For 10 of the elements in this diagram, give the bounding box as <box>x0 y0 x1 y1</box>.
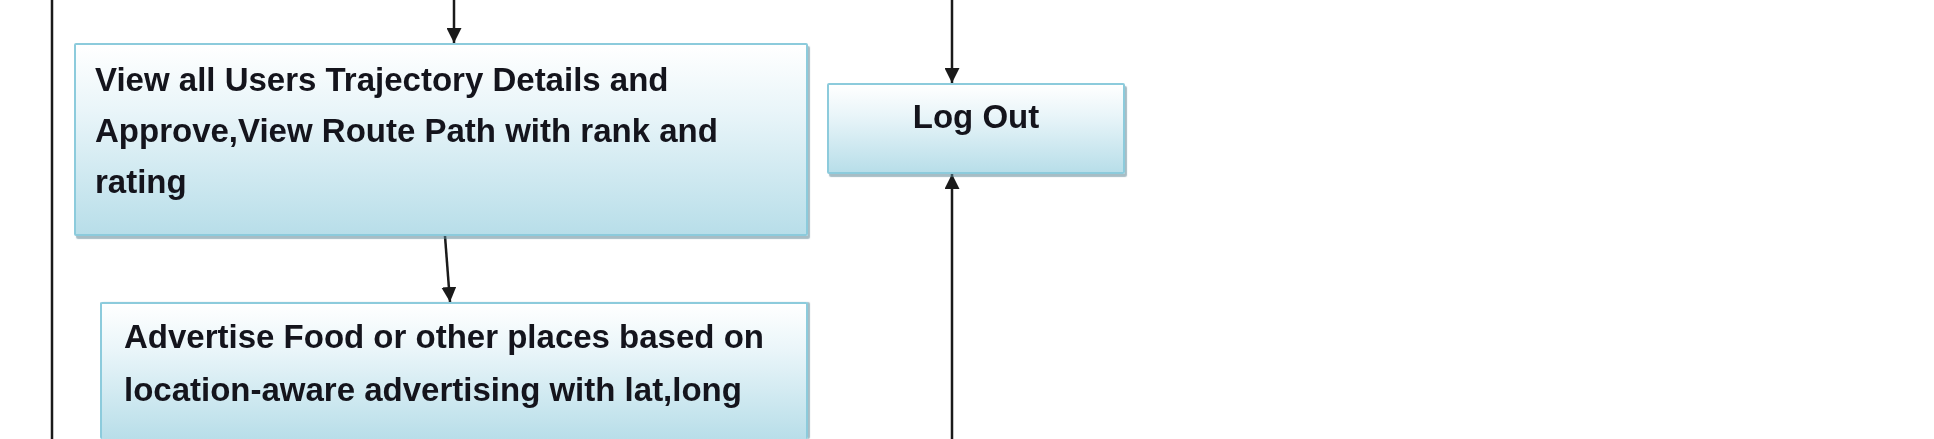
node-text: Advertise Food or other places based on location-aware advertising with lat,long <box>124 317 765 410</box>
arrow <box>944 174 960 439</box>
arrow <box>441 235 457 303</box>
arrow <box>446 0 462 43</box>
node-text: View all Users Trajectory Details and Approve,View Route Path with rank and rating <box>95 60 719 202</box>
process-box <box>74 43 808 236</box>
arrow <box>944 0 960 83</box>
process-box <box>100 302 808 439</box>
process-box <box>827 83 1125 174</box>
node-text: Log Out <box>911 97 1041 137</box>
